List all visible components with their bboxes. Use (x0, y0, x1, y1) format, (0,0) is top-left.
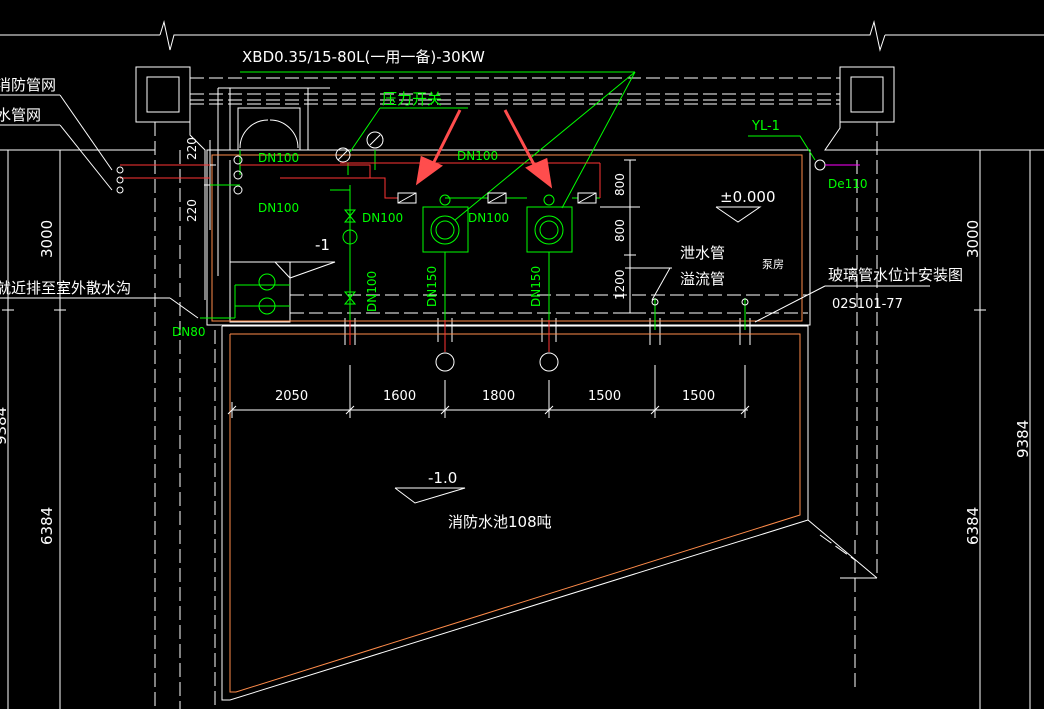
dim-800-b: 800 (613, 219, 627, 242)
check-valves (397, 192, 597, 204)
dim-9384-left: 9384 (0, 407, 10, 445)
pump-room-label: 泵房 (762, 258, 784, 271)
dn100-label-a: DN100 (258, 151, 299, 165)
dim-220-bottom: 220 (185, 199, 199, 222)
dn80-label: DN80 (172, 325, 206, 339)
dim-1200: 1200 (613, 269, 627, 300)
elevation-minus1-label: -1 (315, 236, 330, 254)
dn100-label-c: DN100 (258, 201, 299, 215)
fire-pool-outline (211, 154, 803, 693)
dim-220-top: 220 (185, 137, 199, 160)
dim-9384-right: 9384 (1014, 420, 1032, 458)
labels-white: XBD0.35/15-80L(一用一备)-30KW 消防管网 水管网 就近排至室… (0, 48, 1032, 545)
dn100-label-vertical: DN100 (365, 271, 379, 312)
building-structure (0, 20, 1044, 709)
standard-ref-label: 02S101-77 (832, 297, 903, 312)
annotation-arrow-left (415, 109, 462, 186)
water-pipe-network-label: 水管网 (0, 106, 41, 124)
dim-3000-left: 3000 (38, 220, 56, 258)
dn150-label-b: DN150 (529, 266, 543, 307)
glass-gauge-label: 玻璃管水位计安装图 (828, 266, 963, 284)
dn100-label-d: DN100 (362, 211, 403, 225)
gauges-and-fittings (116, 131, 826, 372)
dn100-label-e: DN100 (468, 211, 509, 225)
dim-bottom-5: 1500 (682, 389, 715, 404)
annotation-arrow-right (503, 109, 553, 189)
dn150-label-a: DN150 (425, 266, 439, 307)
drain-pipe-label: 泄水管 (680, 244, 725, 262)
dim-6384-left: 6384 (38, 507, 56, 545)
red-piping (120, 162, 601, 352)
pump-model-label: XBD0.35/15-80L(一用一备)-30KW (242, 48, 485, 66)
elevation-zero-label: ±0.000 (720, 188, 776, 206)
fire-pool-label: 消防水池108吨 (448, 513, 552, 531)
dn100-label-b: DN100 (457, 149, 498, 163)
dim-bottom-1: 2050 (275, 389, 308, 404)
dim-bottom-2: 1600 (383, 389, 416, 404)
elevation-minus1-0-label: -1.0 (428, 469, 457, 487)
dim-800-a: 800 (613, 173, 627, 196)
pressure-switch-label: 压力开关 (382, 90, 442, 108)
dimension-lines (0, 94, 1036, 709)
yl1-label: YL-1 (751, 119, 780, 134)
green-piping (200, 71, 816, 330)
fire-pipe-network-label: 消防管网 (0, 76, 56, 94)
drain-to-ditch-label: 就近排至室外散水沟 (0, 279, 131, 297)
dim-3000-right: 3000 (964, 220, 982, 258)
de110-label: De110 (828, 177, 868, 191)
overflow-pipe-label: 溢流管 (680, 270, 725, 288)
labels-green: 压力开关 YL-1 De110 DN100 DN100 DN100 DN100 … (172, 90, 868, 339)
dim-bottom-3: 1800 (482, 389, 515, 404)
dim-6384-right: 6384 (964, 507, 982, 545)
dim-bottom-4: 1500 (588, 389, 621, 404)
